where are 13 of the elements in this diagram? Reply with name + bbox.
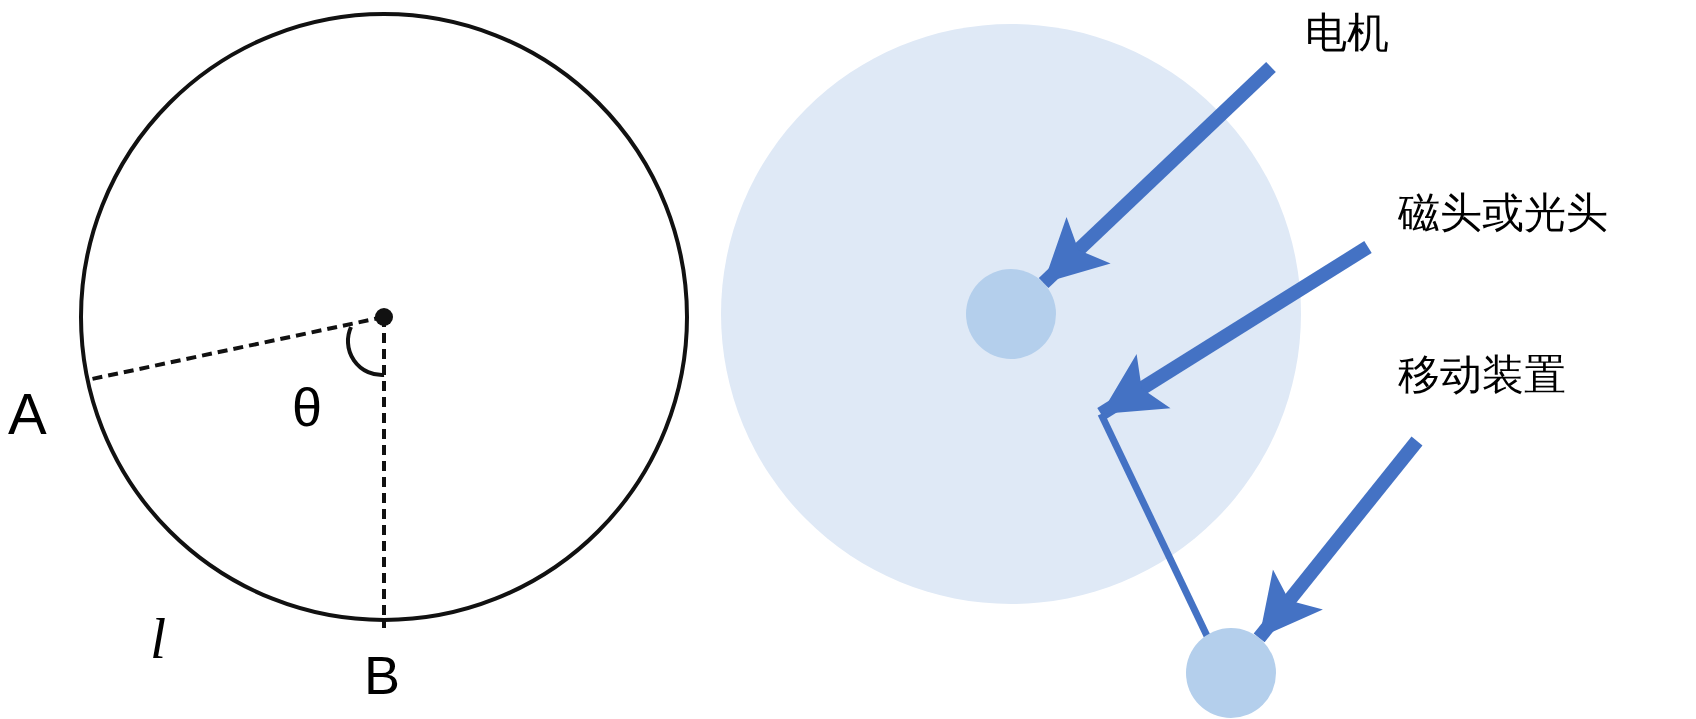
- callout-label: 电机: [1305, 12, 1389, 54]
- point-label: θ: [292, 380, 323, 434]
- point-label: l: [150, 610, 167, 668]
- motor-circle: [966, 269, 1056, 359]
- point-label: A: [8, 385, 47, 443]
- arrow: [1253, 436, 1423, 643]
- callout-label: 移动装置: [1398, 354, 1566, 396]
- moving-device-circle: [1186, 628, 1276, 718]
- callout-label: 磁头或光头: [1398, 192, 1608, 234]
- point-label: B: [364, 648, 401, 702]
- head-arm-line: [1097, 412, 1212, 640]
- arrow: [1097, 241, 1372, 420]
- arrow: [1038, 61, 1276, 289]
